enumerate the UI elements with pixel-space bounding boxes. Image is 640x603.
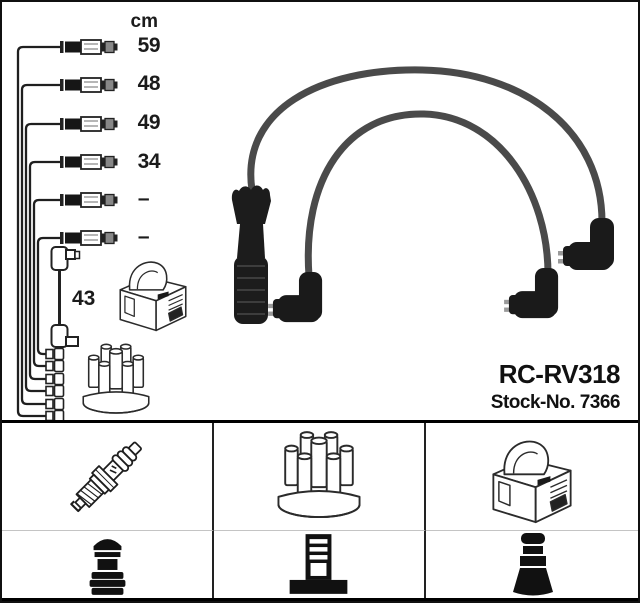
product-model: RC-RV318 bbox=[498, 359, 621, 389]
legend-cell-plug-boot bbox=[426, 531, 638, 598]
legend-cell-ignition-coil bbox=[426, 423, 638, 531]
product-stock-number: Stock-No. 7366 bbox=[490, 392, 621, 413]
ignition-cable-set-drawing bbox=[16, 39, 614, 420]
elbow-boot-inner-right bbox=[504, 268, 559, 319]
cable-length-value: – bbox=[137, 225, 150, 248]
spark-plug-icon bbox=[65, 434, 149, 518]
distributor-cap-icon bbox=[277, 430, 361, 518]
cable-length-value: 34 bbox=[137, 150, 161, 173]
legend-cell-distributor-terminal bbox=[214, 531, 426, 598]
cable-length-value: 59 bbox=[137, 34, 161, 57]
legend-cell-spark-plug bbox=[2, 423, 214, 531]
inner-cable bbox=[304, 110, 552, 280]
ignition-coil-icon bbox=[491, 440, 572, 523]
distributor-cap-drawing bbox=[82, 343, 150, 414]
plug-terminal-nut-icon bbox=[89, 538, 126, 595]
measurement-unit-label: cm bbox=[130, 11, 158, 32]
parts-legend-table bbox=[2, 420, 638, 601]
elbow-boot-outer-right bbox=[558, 218, 614, 270]
plug-boot-icon bbox=[512, 532, 553, 595]
cable-length-value: 49 bbox=[137, 111, 161, 134]
cable-length-value: 48 bbox=[137, 72, 161, 95]
coil-cable-length-value: 43 bbox=[72, 287, 96, 310]
cable-routing-lines bbox=[16, 45, 60, 418]
distributor-end-terminals bbox=[45, 347, 65, 420]
outer-cable bbox=[247, 66, 606, 226]
cable-length-value: – bbox=[137, 187, 150, 210]
elbow-boot-inner-left bbox=[268, 272, 323, 323]
looped-ignition-cables bbox=[231, 66, 614, 324]
legend-cell-plug-terminal-nut bbox=[2, 531, 214, 598]
distributor-terminal-icon bbox=[289, 533, 348, 594]
cable-connector-drawings bbox=[59, 39, 119, 246]
straight-plug-boot bbox=[231, 185, 271, 324]
coil-cable-drawing bbox=[50, 246, 81, 348]
legend-cell-distributor-cap bbox=[214, 423, 426, 531]
ignition-coil-drawing bbox=[119, 261, 187, 332]
